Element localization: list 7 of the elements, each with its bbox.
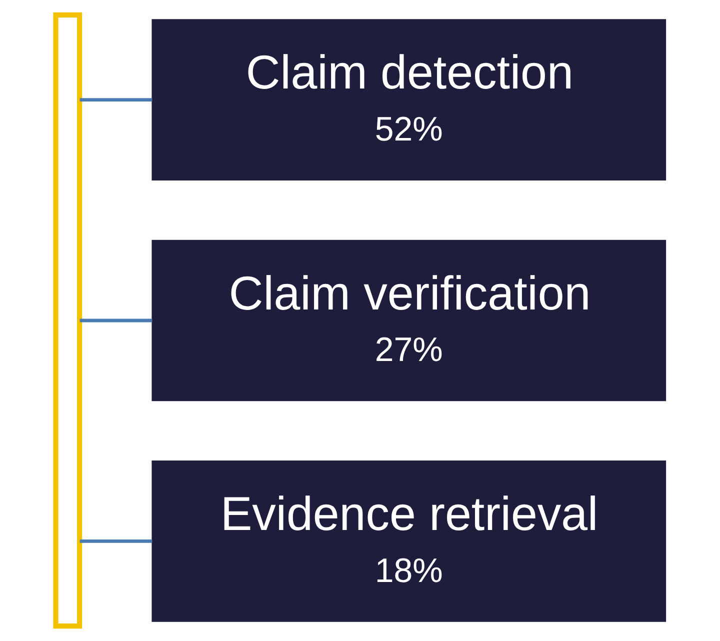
node-box: Evidence retrieval 18% bbox=[151, 460, 666, 622]
node-box: Claim verification 27% bbox=[151, 240, 666, 402]
connector bbox=[79, 318, 152, 322]
node-box bbox=[52, 12, 82, 629]
connector bbox=[79, 539, 152, 543]
node-box: Claim detection 52% bbox=[151, 19, 666, 180]
connector bbox=[79, 98, 152, 102]
